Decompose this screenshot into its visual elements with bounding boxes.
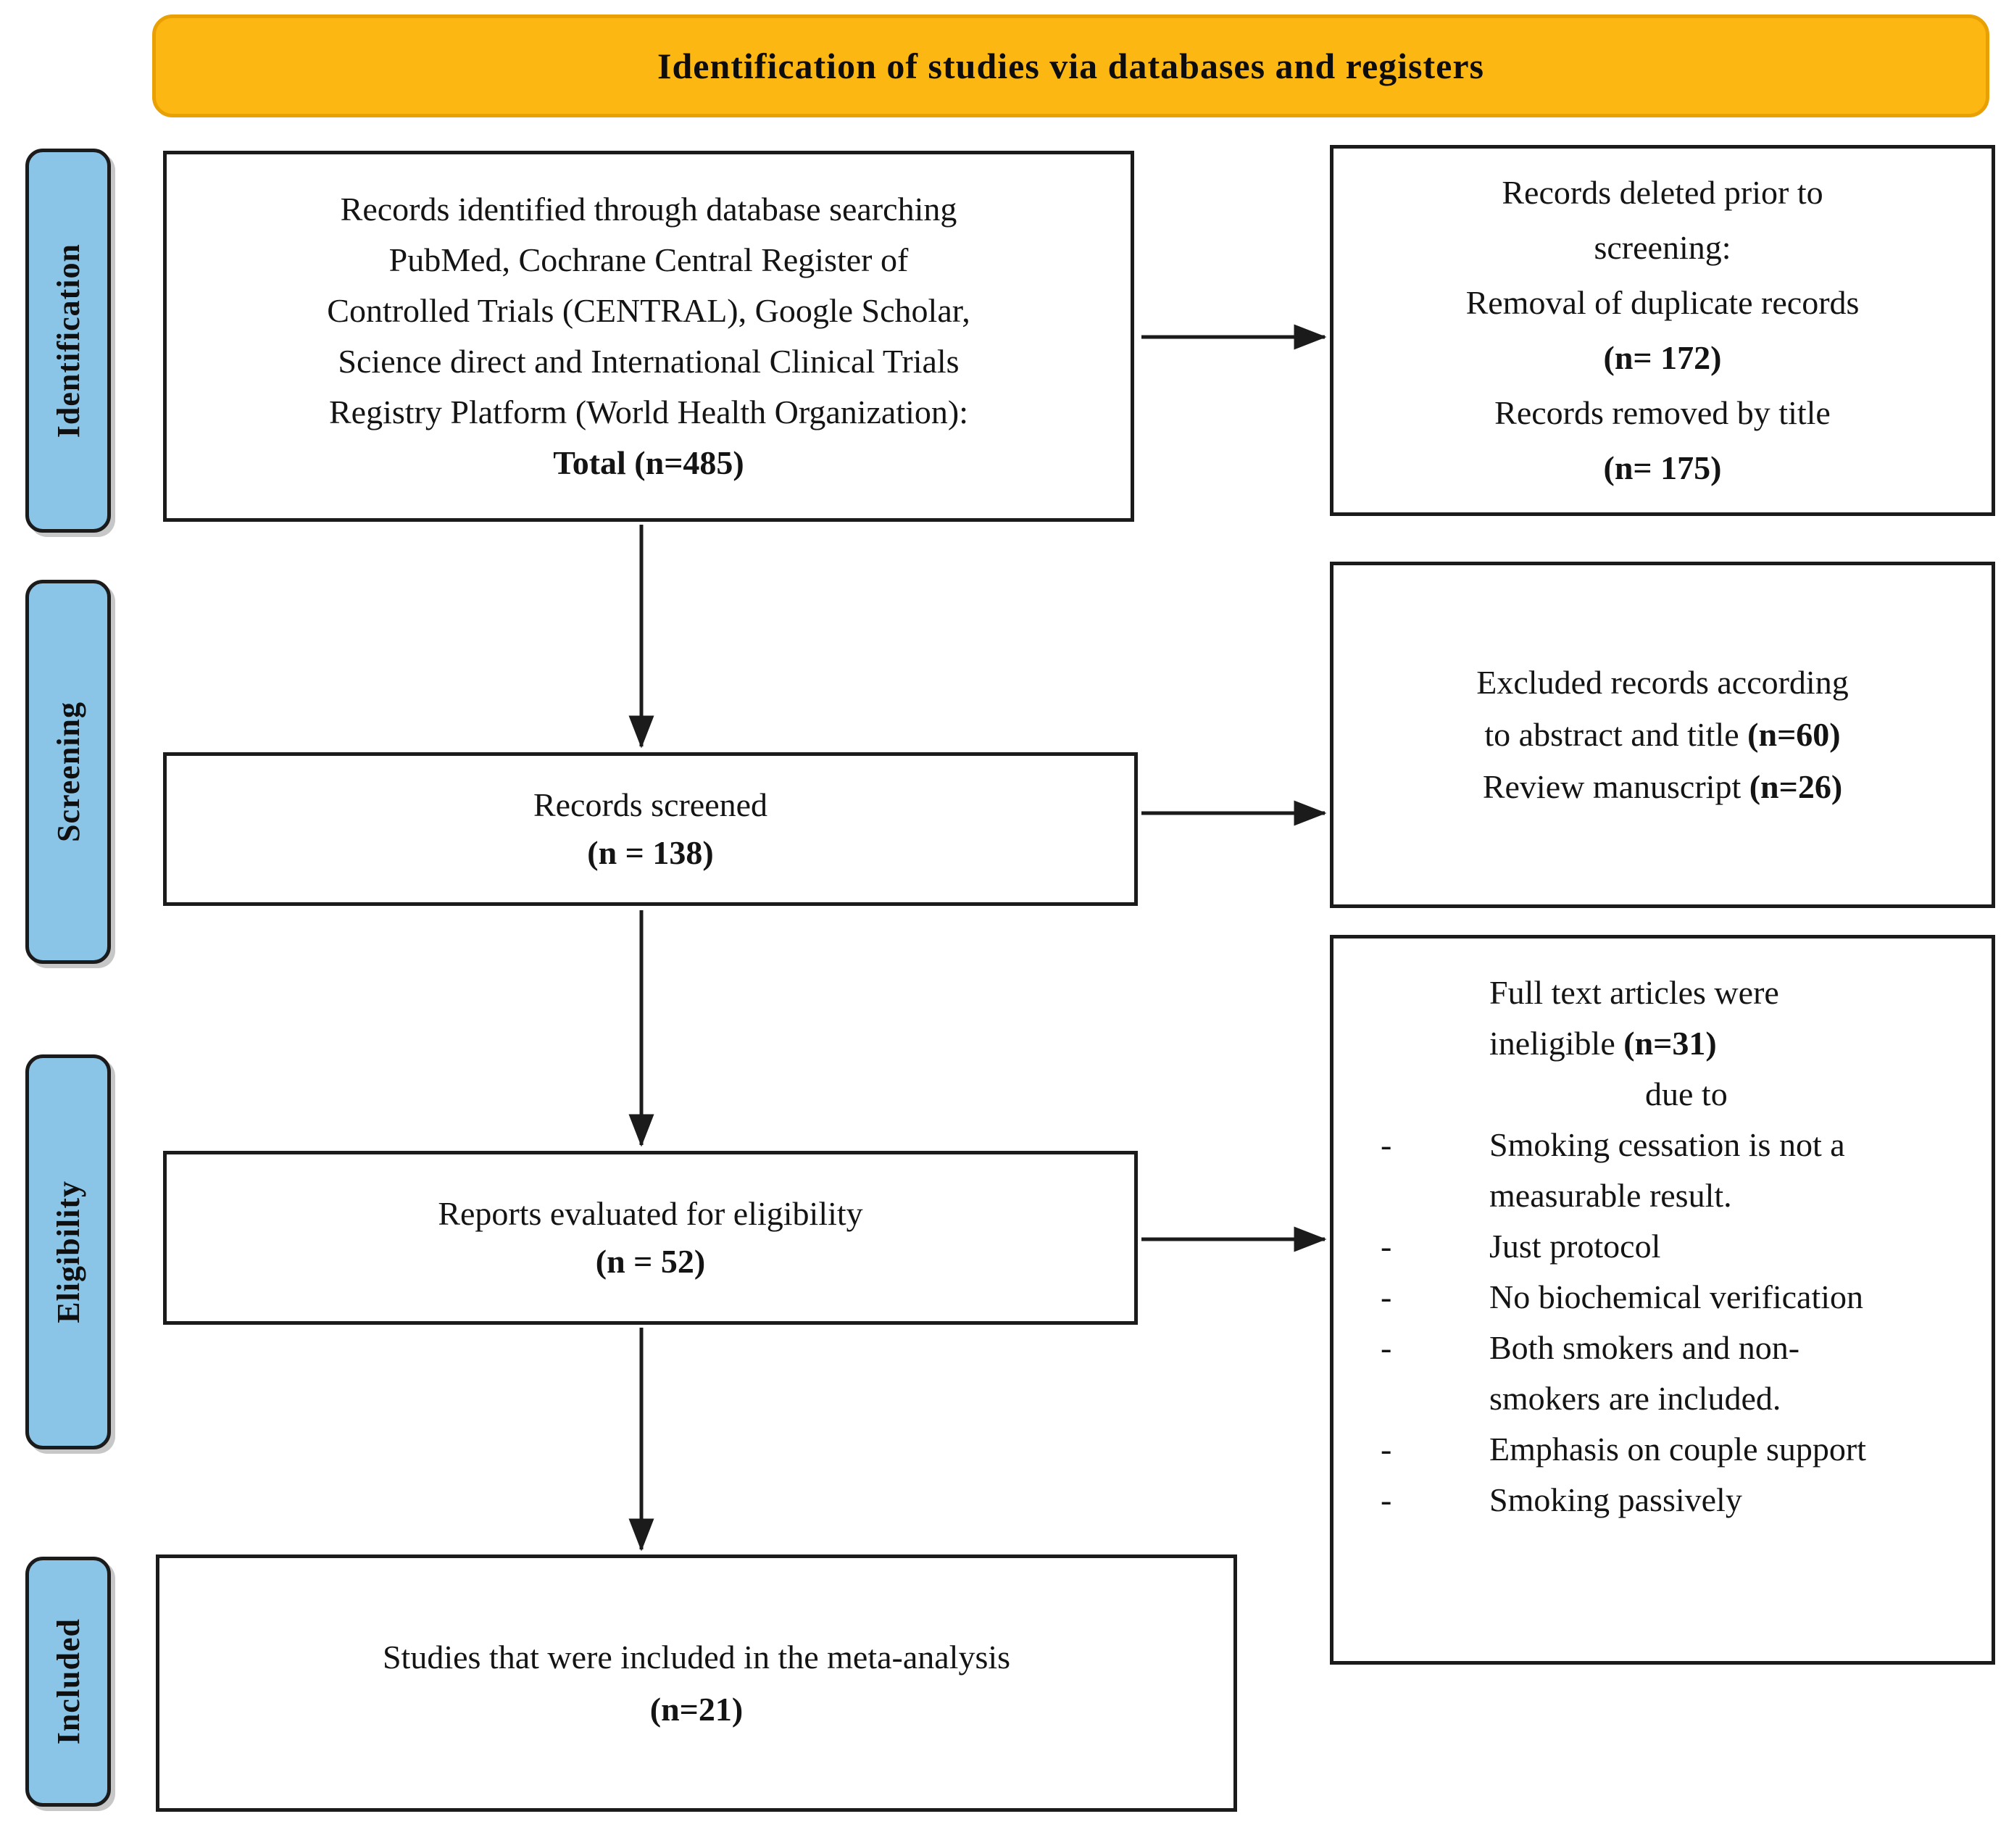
bullet-dash: -	[1381, 1329, 1392, 1366]
text-line: PubMed, Cochrane Central Register of	[388, 241, 909, 278]
stage-label-eligibility: Eligibility	[25, 1054, 111, 1449]
text-line: Full text articles were	[1489, 974, 1779, 1011]
text-line: Records identified through database sear…	[340, 191, 957, 228]
text-line: Reports evaluated for eligibility	[438, 1195, 863, 1232]
text-line: Records screened	[533, 786, 768, 823]
count-line: (n = 52)	[595, 1243, 706, 1280]
bullet-dash: -	[1381, 1431, 1392, 1468]
count-line: (n= 175)	[1603, 449, 1722, 486]
count-line: (n=21)	[649, 1690, 744, 1728]
text-line: screening:	[1594, 229, 1731, 266]
stage-label-included: Included	[25, 1557, 111, 1807]
box-reports-evaluated: Reports evaluated for eligibility (n = 5…	[163, 1151, 1138, 1325]
count-line: (n = 138)	[587, 834, 714, 871]
bullet-dash: -	[1381, 1126, 1392, 1163]
stage-label-text: Screening	[50, 702, 86, 842]
exclusion-reason: - No biochemical verification	[1381, 1272, 1910, 1323]
text-line: Review manuscript (n=26)	[1482, 768, 1843, 805]
box-records-identified: Records identified through database sear…	[163, 151, 1134, 522]
box-fulltext-ineligible: Full text articles were ineligible (n=31…	[1330, 935, 1995, 1665]
bullet-dash: -	[1381, 1278, 1392, 1315]
stage-label-text: Eligibility	[50, 1181, 86, 1323]
exclusion-reason: - Both smokers and non-smokers are inclu…	[1381, 1323, 1910, 1424]
banner: Identification of studies via databases …	[152, 14, 1989, 117]
text-line: Science direct and International Clinica…	[338, 343, 960, 380]
box-excluded-records: Excluded records according to abstract a…	[1330, 562, 1995, 908]
stage-label-identification: Identification	[25, 149, 111, 533]
exclusion-reason: - Just protocol	[1381, 1221, 1910, 1272]
box-studies-included: Studies that were included in the meta-a…	[156, 1554, 1237, 1812]
banner-title: Identification of studies via databases …	[657, 46, 1484, 86]
box-records-deleted: Records deleted prior to screening: Remo…	[1330, 145, 1995, 516]
bullet-dash: -	[1381, 1481, 1392, 1518]
text-line: due to	[1645, 1075, 1728, 1112]
exclusion-reason: - Smoking passively	[1381, 1475, 1910, 1526]
exclusion-reason-list: - Smoking cessation is not a measurable …	[1381, 1120, 1910, 1526]
text-line: Studies that were included in the meta-a…	[382, 1638, 1011, 1676]
text-line: ineligible (n=31)	[1489, 1025, 1717, 1062]
text-line: Records deleted prior to	[1502, 174, 1823, 211]
text-line: Records removed by title	[1494, 394, 1831, 431]
total-count: Total (n=485)	[553, 444, 744, 481]
text-line: to abstract and title (n=60)	[1484, 716, 1841, 753]
stage-label-text: Included	[50, 1618, 86, 1745]
count-line: (n= 172)	[1603, 339, 1722, 376]
box-records-screened: Records screened (n = 138)	[163, 752, 1138, 906]
text-line: Controlled Trials (CENTRAL), Google Scho…	[327, 292, 970, 329]
stage-label-screening: Screening	[25, 580, 111, 964]
text-line: Registry Platform (World Health Organiza…	[328, 394, 969, 430]
exclusion-reason: - Smoking cessation is not a measurable …	[1381, 1120, 1910, 1221]
stage-label-text: Identification	[50, 243, 86, 438]
text-line: Excluded records according	[1476, 664, 1849, 701]
bullet-dash: -	[1381, 1228, 1392, 1265]
exclusion-reason: - Emphasis on couple support	[1381, 1424, 1910, 1475]
text-line: Removal of duplicate records	[1465, 284, 1860, 321]
